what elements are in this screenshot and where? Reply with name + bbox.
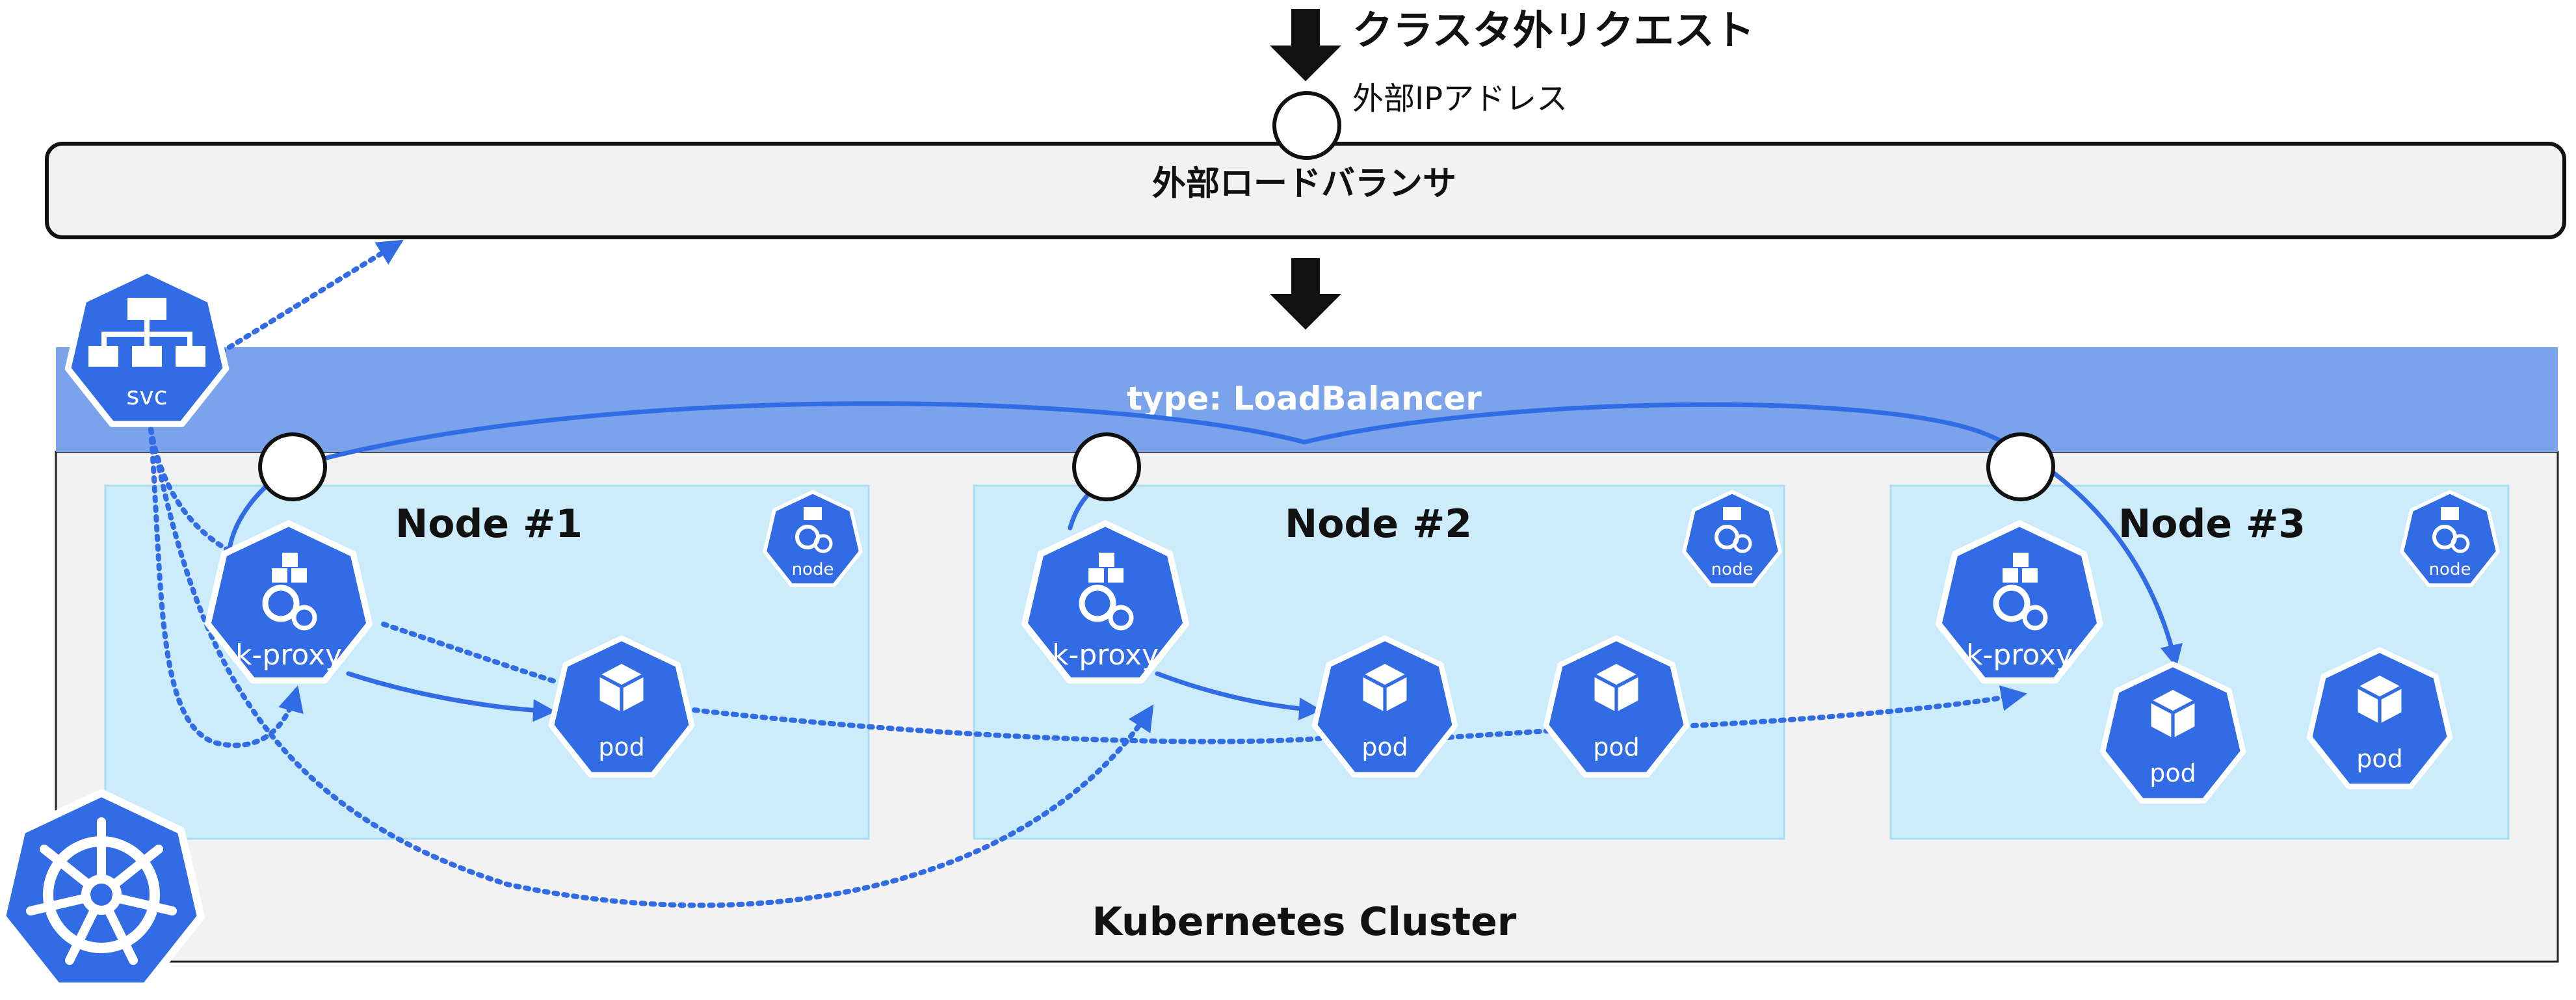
dotted-proxy1-to-pod bbox=[381, 622, 562, 685]
node-2-kproxy-label: k-proxy bbox=[1052, 638, 1159, 672]
route-proxy2-to-pod bbox=[1155, 671, 1322, 720]
node-3-port bbox=[1986, 432, 2055, 501]
node-1-kproxy-label: k-proxy bbox=[235, 638, 342, 672]
dotted-pod-to-pod bbox=[1446, 728, 1551, 740]
node-3-pod-2-label: pod bbox=[2356, 744, 2403, 773]
node-1-kproxy-icon: k-proxy bbox=[208, 523, 369, 681]
route-proxy1-to-pod bbox=[346, 671, 556, 722]
service-type-label: type: LoadBalancer bbox=[1127, 380, 1482, 417]
node-1-box bbox=[104, 484, 870, 840]
dotted-pod-to-node2 bbox=[692, 707, 1322, 744]
node-1-badge-label: node bbox=[792, 560, 834, 579]
node-2-port bbox=[1072, 432, 1141, 501]
node-3-badge-icon: node bbox=[2402, 492, 2498, 586]
node-2-pod-1-label: pod bbox=[1361, 733, 1408, 761]
node-2-kproxy-icon: k-proxy bbox=[1025, 523, 1186, 681]
node-1-port bbox=[258, 432, 327, 501]
node-1-title: Node #1 bbox=[395, 501, 583, 547]
dotted-pod-to-proxy3 bbox=[1690, 685, 2027, 728]
node-1-badge-icon: node bbox=[765, 492, 861, 586]
node-2-pod-1-icon: pod bbox=[1315, 638, 1455, 775]
dotted-svc-to-proxy1-loop bbox=[148, 427, 304, 748]
node-3-kproxy-icon: k-proxy bbox=[1939, 523, 2100, 681]
node-3-badge-label: node bbox=[2429, 560, 2471, 579]
node-1-pod-1-label: pod bbox=[598, 733, 645, 761]
node-2-pod-2-label: pod bbox=[1593, 733, 1640, 761]
node-3-kproxy-label: k-proxy bbox=[1966, 638, 2073, 672]
service-icon-label: svc bbox=[126, 382, 167, 410]
node-3-title: Node #3 bbox=[2118, 501, 2306, 547]
request-title: クラスタ外リクエスト bbox=[1352, 7, 1755, 54]
kubernetes-logo bbox=[2, 793, 201, 987]
node-1-pod-1-icon: pod bbox=[551, 638, 692, 775]
node-2-badge-icon: node bbox=[1684, 492, 1780, 586]
node-2-badge-label: node bbox=[1711, 560, 1754, 579]
external-ip-label: 外部IPアドレス bbox=[1352, 81, 1568, 117]
node-3-pod-1-label: pod bbox=[2149, 759, 2196, 787]
load-balancer-label: 外部ロードバランサ bbox=[1152, 164, 1456, 204]
dotted-svc-to-lb bbox=[218, 239, 404, 355]
external-ip-port bbox=[1272, 91, 1341, 160]
service-icon: svc bbox=[68, 270, 226, 424]
node-2-pod-2-icon: pod bbox=[1546, 638, 1687, 775]
lb-to-service-arrow-icon bbox=[1270, 258, 1341, 330]
request-arrow-icon bbox=[1270, 9, 1341, 81]
cluster-label: Kubernetes Cluster bbox=[1092, 899, 1517, 945]
node-3-pod-2-icon: pod bbox=[2309, 650, 2450, 787]
node-3-pod-1-icon: pod bbox=[2103, 664, 2243, 801]
route-service-arc bbox=[290, 401, 2183, 668]
node-2-title: Node #2 bbox=[1285, 501, 1472, 547]
service-band bbox=[56, 347, 2558, 452]
